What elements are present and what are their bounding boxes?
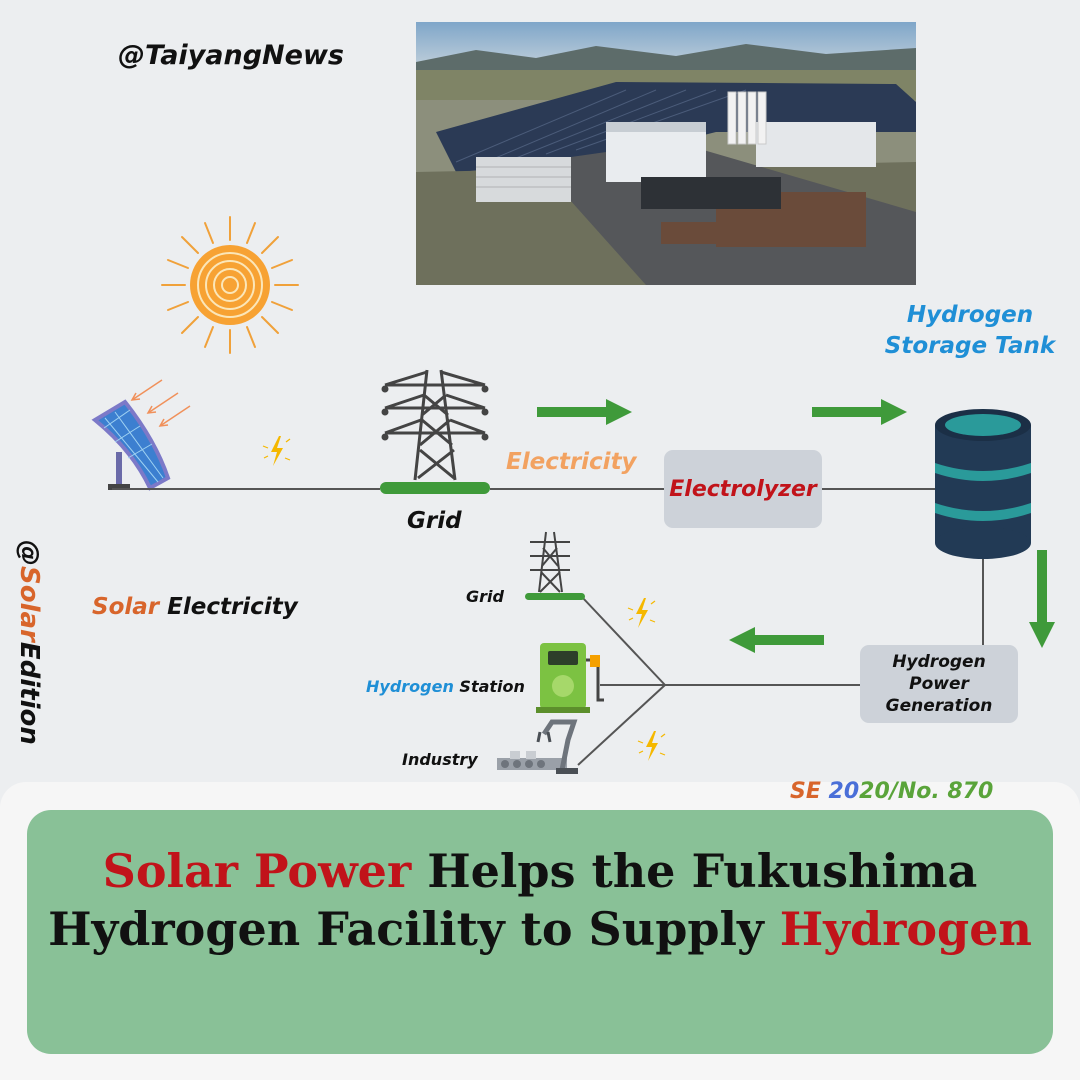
headline-line1-rest: Helps the Fukushima (411, 844, 978, 898)
flow-arrow-right-icon (812, 399, 907, 425)
headline-line2-rest: Hydrogen Facility to Supply (48, 902, 780, 956)
facility-aerial-photo (416, 22, 916, 285)
taiyangnews-handle: @TaiyangNews (118, 40, 344, 71)
hydrogen-pump-icon (536, 643, 604, 713)
solar-word: Solar (92, 594, 160, 620)
lightning-icon (637, 731, 666, 761)
sun-icon (161, 216, 299, 354)
small-grid-tower-icon (530, 531, 570, 593)
edition-code: SE 2020/No. 870 (790, 779, 993, 804)
flow-arrow-right-icon (537, 399, 632, 425)
power-generation-box: Hydrogen Power Generation (860, 645, 1018, 723)
station-hydrogen-word: Hydrogen (366, 677, 454, 696)
headline-box (27, 810, 1053, 1054)
storage-tank-label: Hydrogen Storage Tank (884, 302, 1056, 359)
grid-label: Grid (407, 508, 462, 534)
edition-year-b: 20/No. 870 (859, 779, 994, 804)
lightning-icon (627, 598, 656, 628)
flow-arrow-down-icon (1029, 550, 1055, 648)
industry-robot-icon (497, 719, 578, 774)
output-industry-label: Industry (402, 750, 478, 769)
handle-edition: Edition (14, 641, 44, 745)
electricity-word: Electricity (159, 594, 298, 620)
headline: Solar Power Helps the Fukushima Hydrogen… (27, 842, 1053, 958)
headline-line-1: Solar Power Helps the Fukushima (27, 842, 1053, 900)
solar-panel-icon (91, 399, 171, 491)
edition-se: SE (790, 779, 829, 804)
electrolyzer-label: Electrolyzer (669, 476, 817, 502)
solar-electricity-label: Solar Electricity (92, 594, 298, 620)
station-word: Station (453, 677, 525, 696)
handle-solar: Solar (14, 566, 44, 642)
lightning-icon (262, 436, 291, 466)
headline-line-2: Hydrogen Facility to Supply Hydrogen (27, 900, 1053, 958)
solaredition-handle: @SolarEdition (14, 540, 44, 745)
output-station-label: Hydrogen Station (366, 677, 525, 696)
electrolyzer-box: Electrolyzer (664, 450, 822, 528)
storage-tank-icon (935, 409, 1031, 559)
handle-at: @ (14, 540, 44, 566)
flow-arrow-left-icon (729, 627, 824, 653)
edition-year-a: 20 (828, 779, 860, 804)
headline-solar-power: Solar Power (102, 844, 412, 898)
power-generation-label: Hydrogen Power Generation (885, 652, 993, 716)
headline-hydrogen: Hydrogen (779, 902, 1032, 956)
electricity-label: Electricity (506, 449, 637, 475)
grid-tower-icon (381, 369, 489, 481)
output-grid-label: Grid (466, 587, 504, 606)
sunlight-arrows-icon (130, 379, 191, 427)
